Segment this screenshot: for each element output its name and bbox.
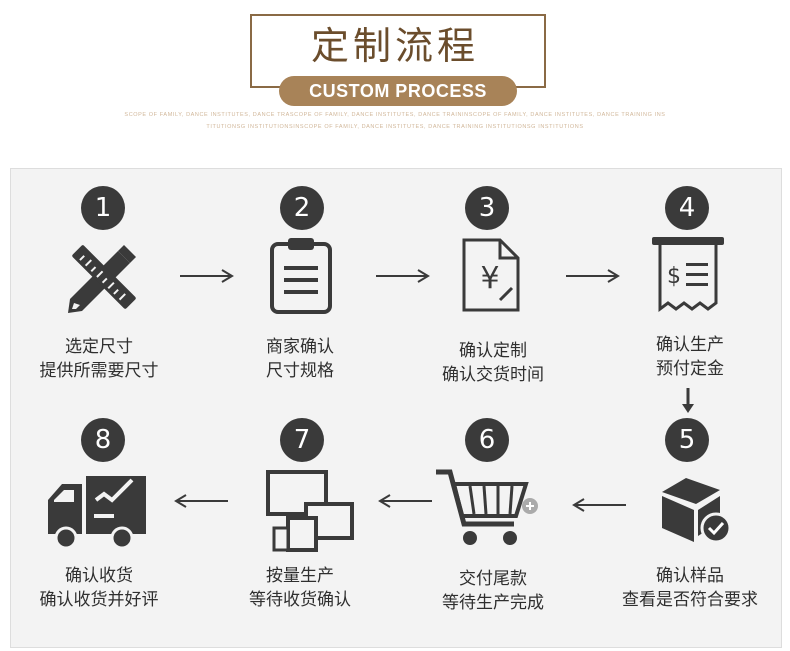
arrow-right-icon <box>376 269 430 283</box>
step-5-desc: 查看是否符合要求 <box>622 590 758 610</box>
arrow-right-icon <box>180 269 234 283</box>
page-title: 定制流程 <box>0 22 790 70</box>
step-7-desc: 等待收货确认 <box>249 590 351 610</box>
arrow-left-icon <box>378 494 432 508</box>
step-1-title: 选定尺寸 <box>65 337 133 357</box>
ruler-pencil-icon <box>68 245 136 313</box>
step-4-desc: 预付定金 <box>656 359 724 379</box>
decorative-text-line-1: SCOPE OF FAMILY, DANCE INSTITUTES, DANCE… <box>124 112 666 118</box>
step-4-number: 4 <box>665 186 709 230</box>
step-6-title: 交付尾款 <box>459 569 527 589</box>
step-6-number: 6 <box>465 418 509 462</box>
step-5-title: 确认样品 <box>656 566 724 586</box>
svg-text:¥: ¥ <box>480 261 499 296</box>
step-1-desc: 提供所需要尺寸 <box>39 361 159 381</box>
step-7-title: 按量生产 <box>266 566 334 586</box>
arrow-down-icon <box>682 388 694 413</box>
svg-text:$: $ <box>667 264 681 289</box>
step-2-number: 2 <box>280 186 324 230</box>
shopping-cart-icon <box>436 469 538 545</box>
step-5-number: 5 <box>665 418 709 462</box>
step-8-title: 确认收货 <box>65 566 133 586</box>
arrow-left-icon <box>572 498 626 512</box>
step-1-number: 1 <box>81 186 125 230</box>
step-3-title: 确认定制 <box>459 341 527 361</box>
arrow-left-icon <box>174 494 228 508</box>
devices-icon <box>266 470 354 552</box>
step-6-desc: 等待生产完成 <box>442 593 544 613</box>
arrow-right-icon <box>566 269 620 283</box>
step-8-desc: 确认收货并好评 <box>39 590 159 610</box>
step-3-desc: 确认交货时间 <box>442 365 544 385</box>
step-4-title: 确认生产 <box>656 335 724 355</box>
step-3-number: 3 <box>465 186 509 230</box>
delivery-truck-icon <box>48 476 146 550</box>
decorative-text-line-2: TITUTIONSG INSTITUTIONSINSCOPE OF FAMILY… <box>206 124 584 130</box>
step-2-desc: 尺寸规格 <box>266 361 334 381</box>
clipboard-icon <box>270 238 332 314</box>
package-check-icon <box>662 478 732 544</box>
step-7-number: 7 <box>280 418 324 462</box>
step-8-number: 8 <box>81 418 125 462</box>
subtitle-badge: CUSTOM PROCESS <box>279 76 517 106</box>
yuan-document-icon: ¥ <box>462 238 520 312</box>
step-2-title: 商家确认 <box>266 337 334 357</box>
process-panel <box>10 168 782 648</box>
receipt-icon: $ <box>652 237 724 312</box>
